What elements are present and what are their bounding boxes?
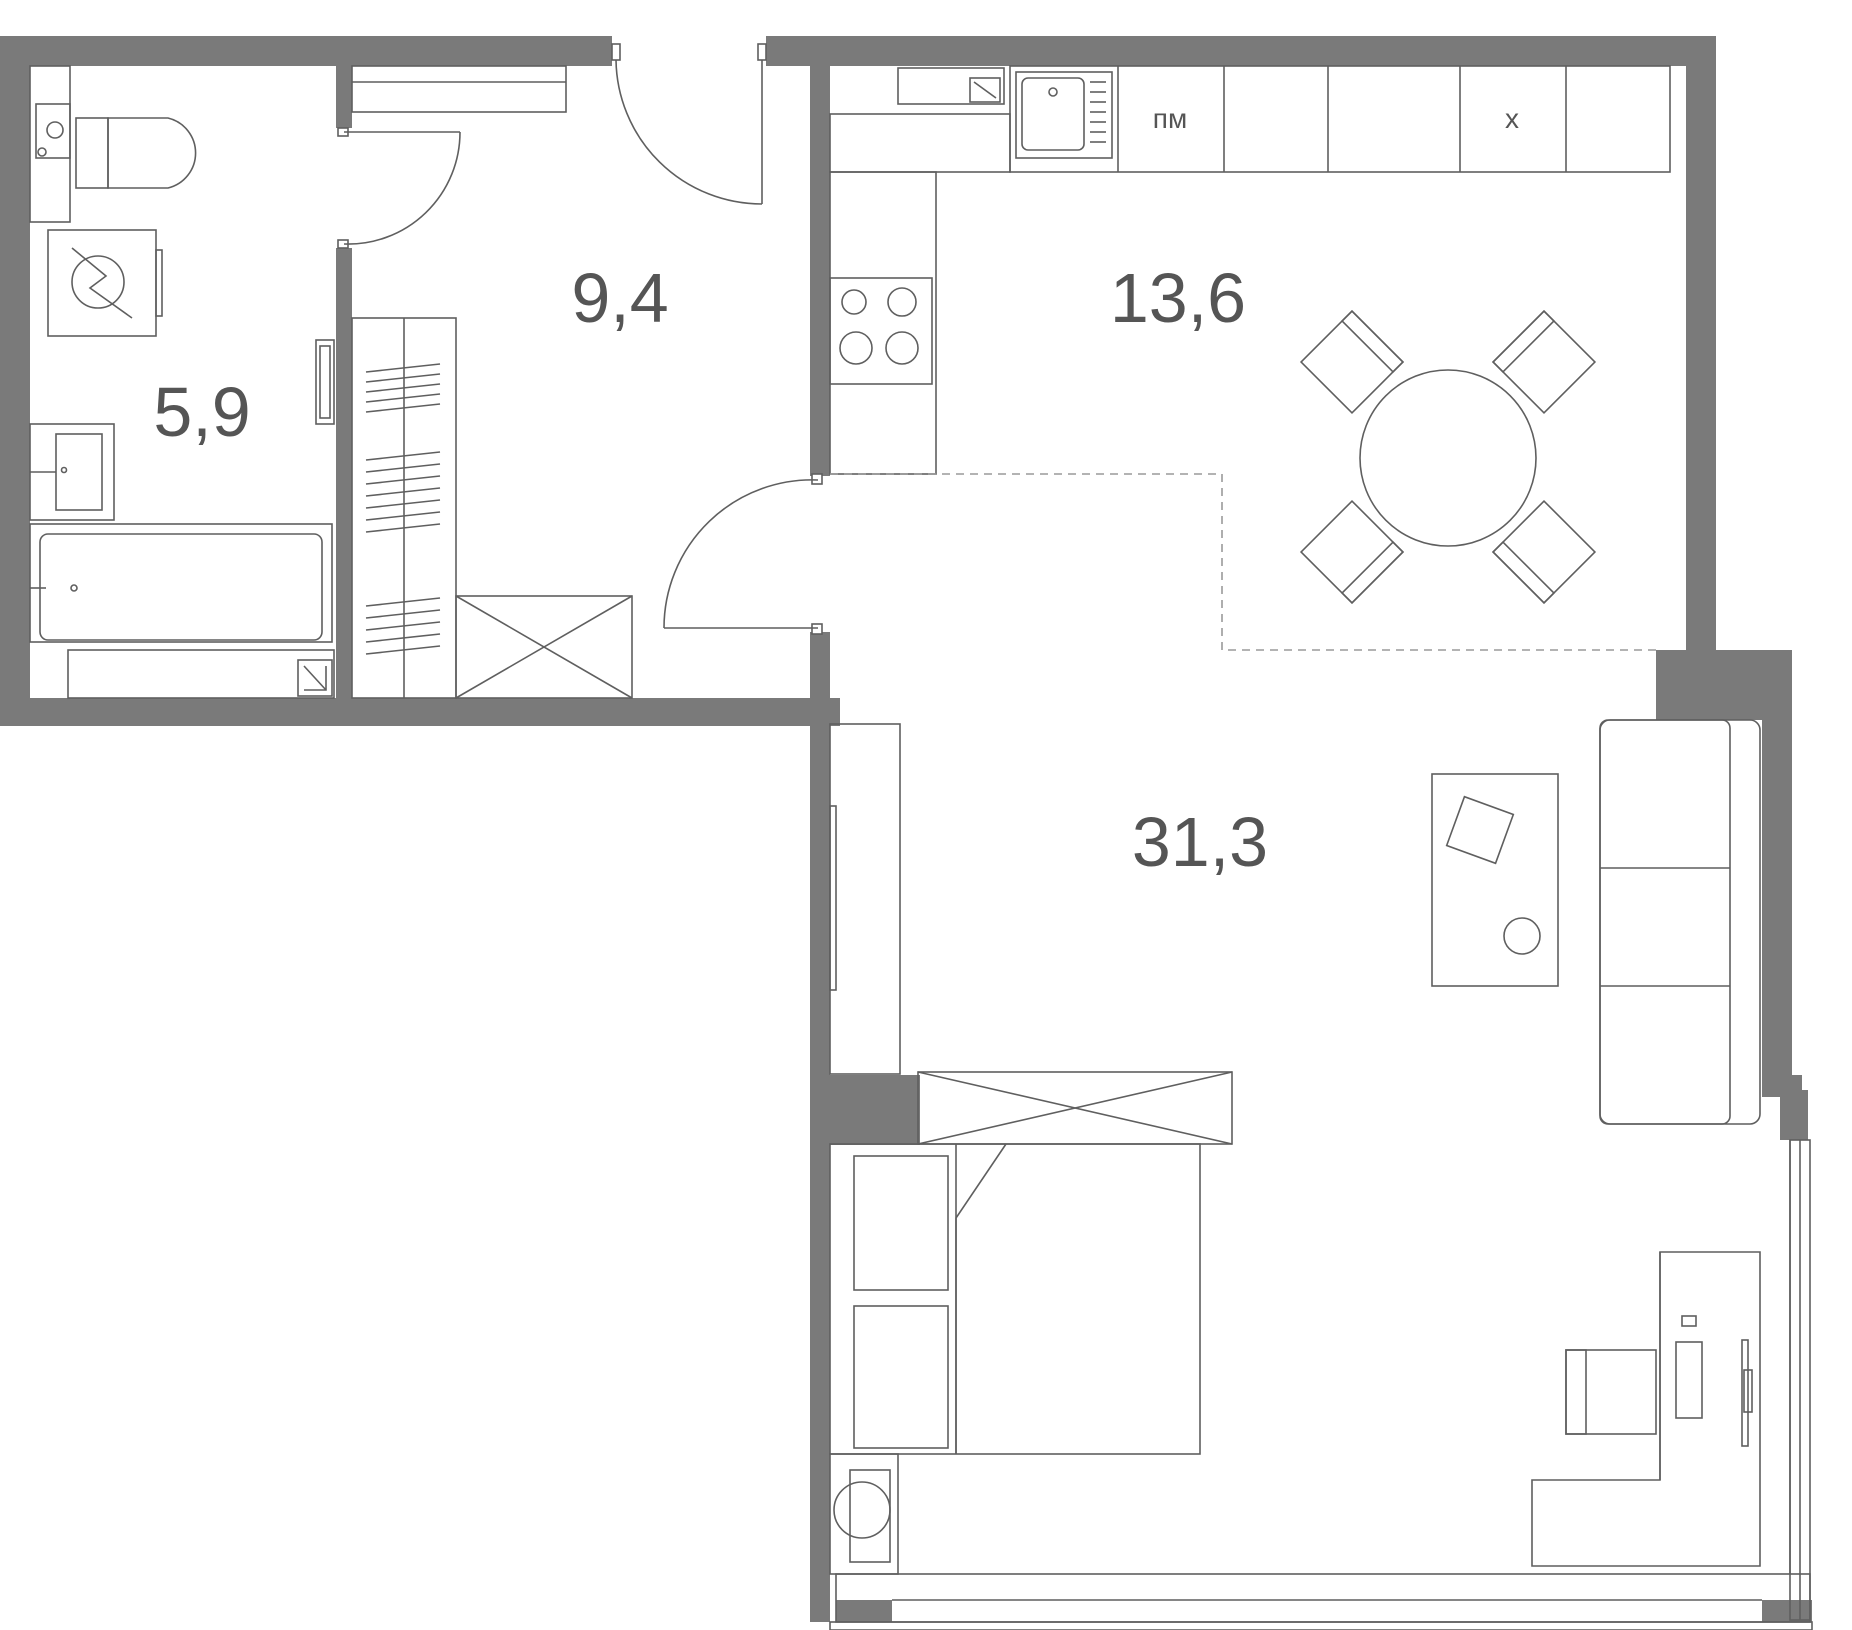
tv-stand — [917, 1071, 1233, 1145]
living-room-door — [663, 473, 823, 635]
bathroom-area-label: 5,9 — [153, 373, 250, 451]
cooktop-icon — [829, 277, 933, 385]
sofa — [1599, 719, 1761, 1125]
wardrobe — [351, 317, 457, 699]
coffee-table — [1431, 773, 1559, 987]
dishwasher-label: пм — [1153, 103, 1187, 134]
toilet — [75, 117, 197, 189]
bathroom-fixtures — [29, 65, 335, 699]
living-furniture — [829, 719, 1761, 1575]
bathroom-door — [337, 127, 461, 249]
hallway-area-label: 9,4 — [571, 259, 668, 337]
window-frame — [829, 1139, 1813, 1630]
kitchen-zone-boundary — [830, 473, 1656, 651]
bathroom-sink — [29, 423, 115, 521]
vent-icon — [897, 67, 1005, 105]
fridge-label: х — [1505, 103, 1519, 134]
kitchen-sink — [1015, 71, 1113, 159]
shaft-icon — [297, 659, 333, 697]
entrance-door — [611, 43, 767, 205]
armchair — [829, 1453, 899, 1575]
kitchen-area-label: 13,6 — [1110, 259, 1246, 337]
dining-table — [1299, 309, 1597, 605]
bed — [829, 1143, 1201, 1455]
bathtub — [29, 523, 333, 643]
desk — [1531, 1251, 1761, 1567]
kitchen-furniture: пм х — [829, 65, 1671, 651]
water-heater-icon — [47, 229, 163, 337]
living-area-label: 31,3 — [1132, 803, 1268, 881]
walls — [0, 36, 1812, 1622]
storage-box — [455, 595, 633, 699]
hallway-furniture — [351, 65, 633, 699]
